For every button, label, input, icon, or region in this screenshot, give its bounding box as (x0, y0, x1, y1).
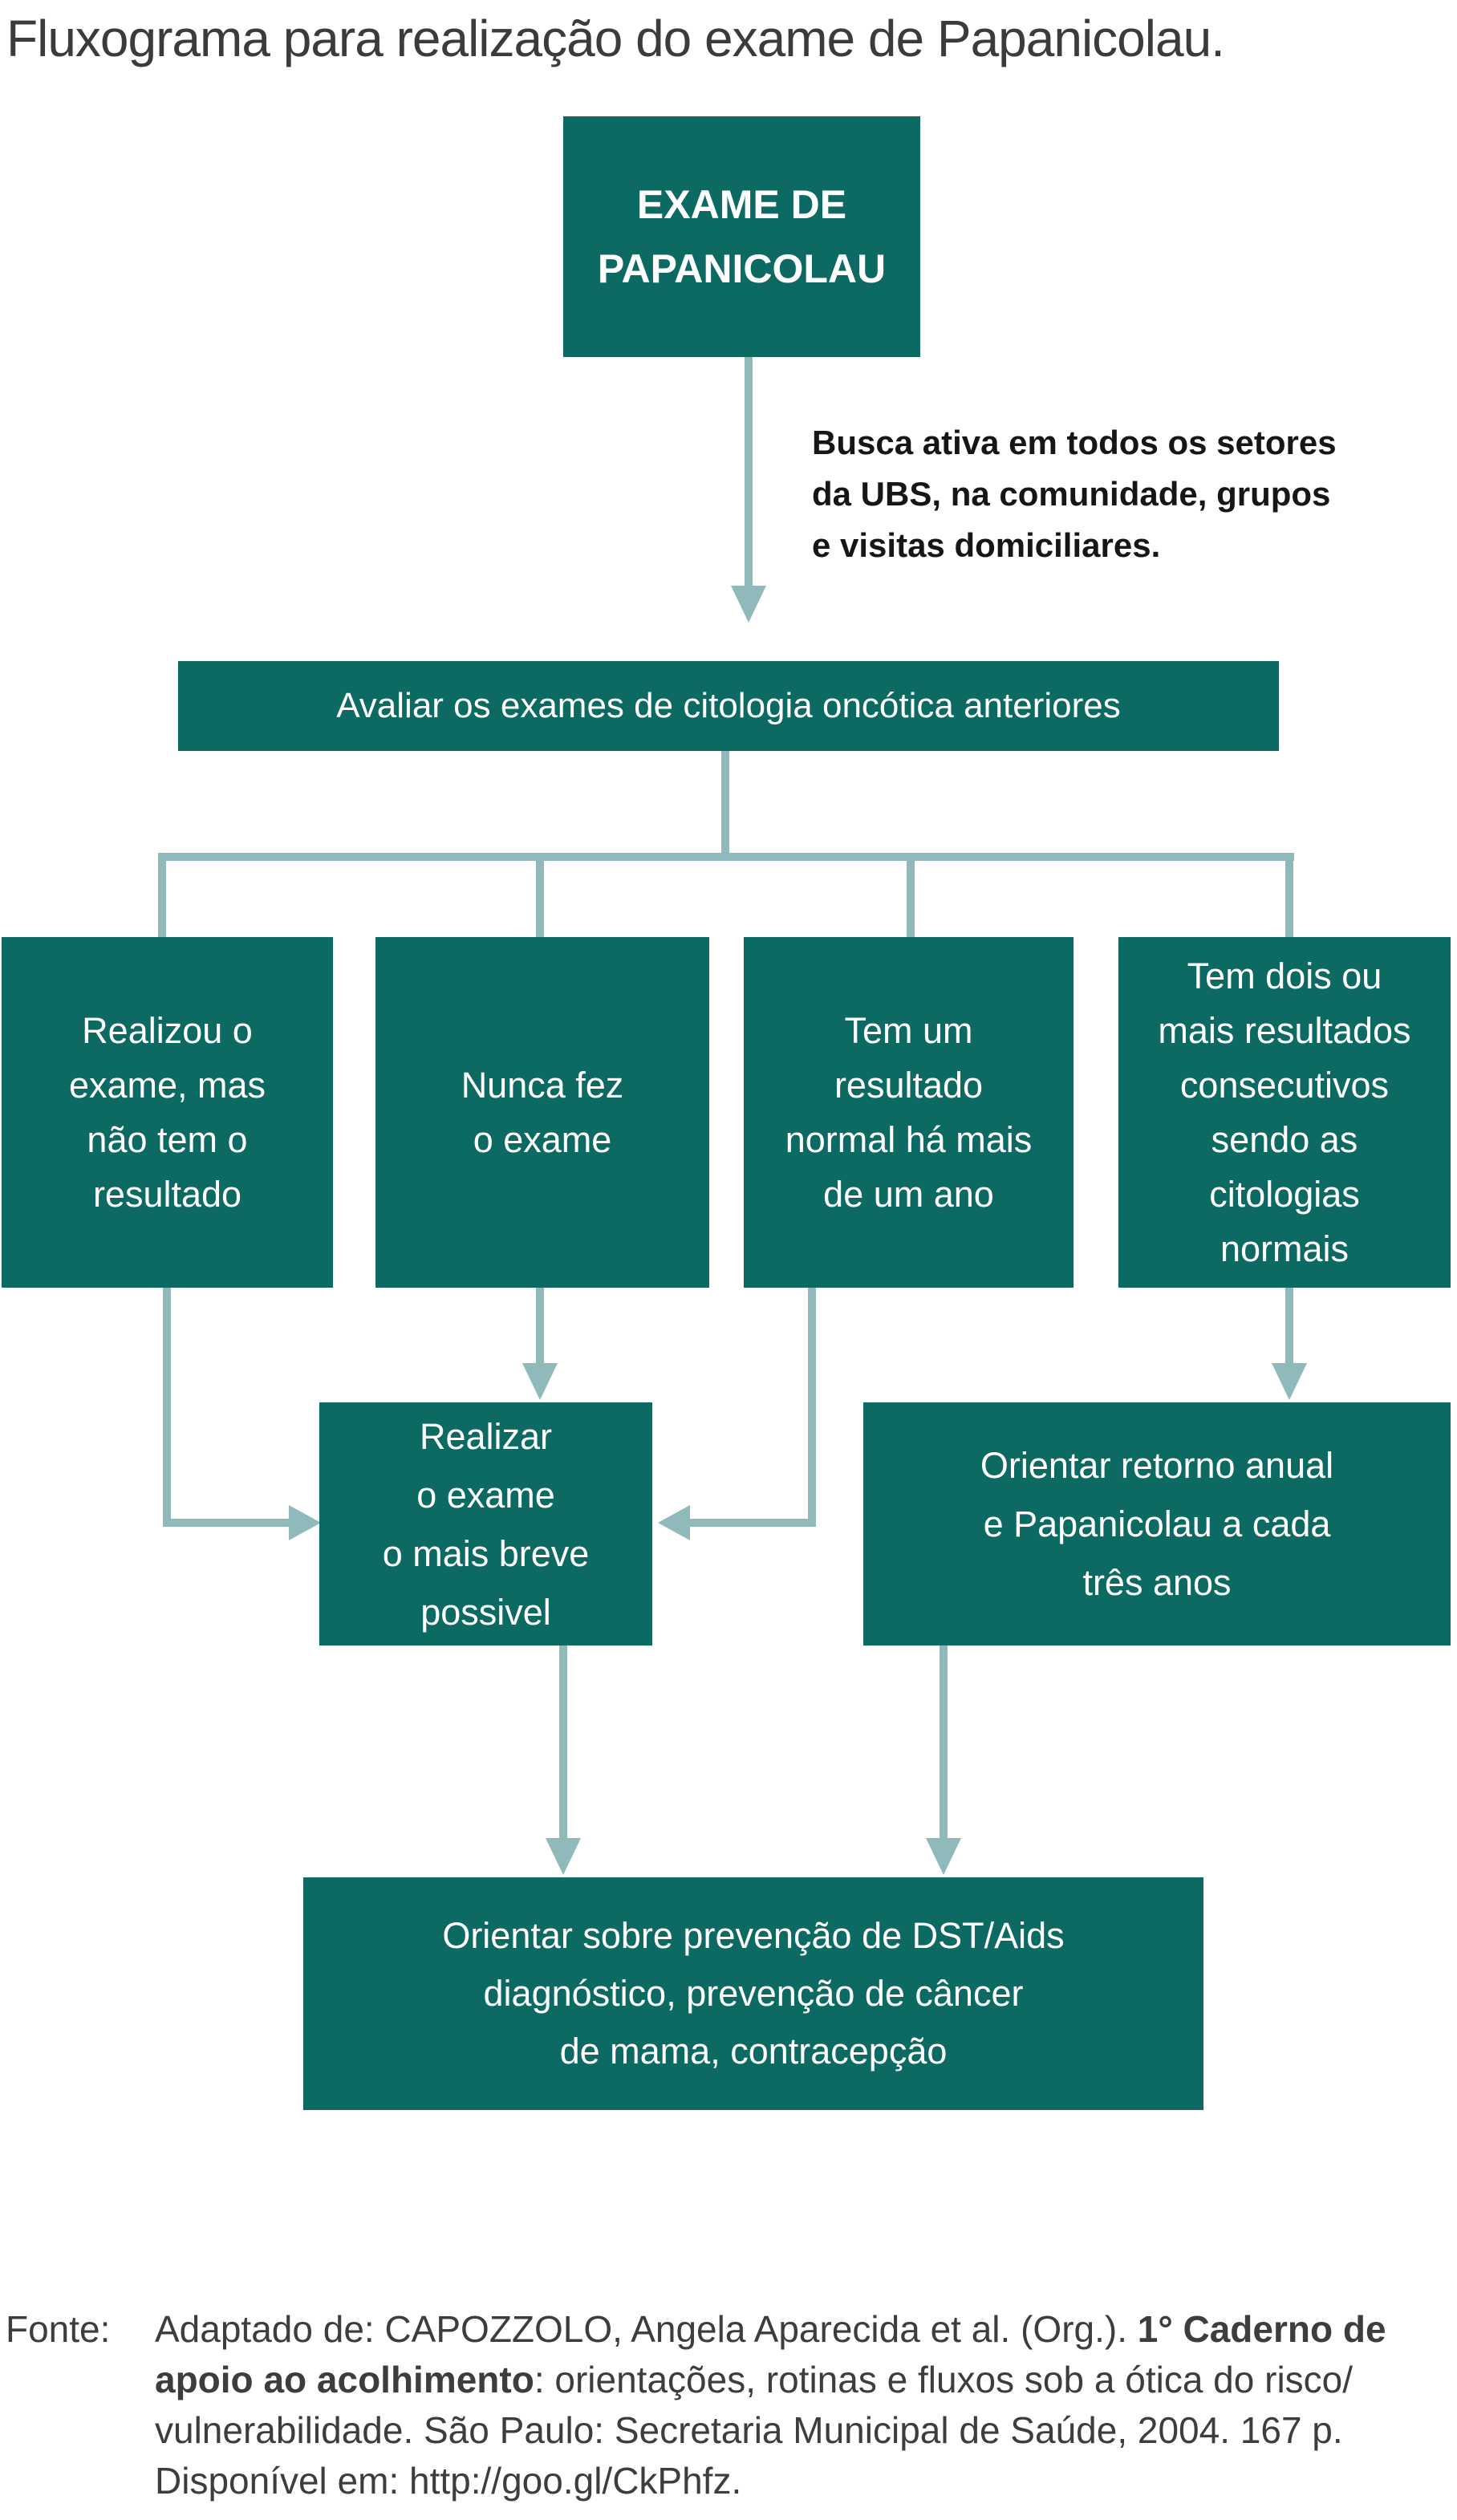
connector-line (690, 1519, 816, 1527)
connector-line (158, 858, 166, 937)
source-line-4: Disponível em: http://goo.gl/CkPhfz. (155, 2460, 742, 2502)
connector-line (907, 858, 915, 937)
node-realizou-sem-resultado: Realizou o exame, mas não tem o resultad… (2, 937, 333, 1288)
connector-line (536, 858, 544, 937)
connector-line (536, 1288, 544, 1365)
node-exame-de-papanicolau: EXAME DE PAPANICOLAU (563, 116, 920, 357)
node-avaliar-exames: Avaliar os exames de citologia oncótica … (178, 661, 1279, 751)
connector-line (721, 751, 729, 854)
arrowhead-left-icon (658, 1505, 690, 1540)
connector-line (167, 1519, 289, 1527)
source-body: Adaptado de: CAPOZZOLO, Angela Aparecida… (155, 2304, 1455, 2506)
connector-line (1285, 1288, 1293, 1365)
source-line-2: apoio ao acolhimento: orientações, rotin… (155, 2355, 1455, 2405)
arrowhead-down-icon (522, 1363, 558, 1400)
connector-line (1285, 858, 1293, 937)
node-nunca-fez-exame: Nunca fez o exame (375, 937, 709, 1288)
source-line-3: vulnerabilidade. São Paulo: Secretaria M… (155, 2409, 1343, 2451)
source-line1-regular: Adaptado de: CAPOZZOLO, Angela Aparecida… (155, 2308, 1138, 2350)
source-line1-bold: 1° Caderno de (1137, 2308, 1386, 2350)
node-realizar-exame-breve: Realizar o exame o mais breve possivel (319, 1402, 652, 1646)
source-line2-regular: : orientações, rotinas e fluxos sob a ót… (534, 2359, 1354, 2400)
connector-line (940, 1646, 948, 1840)
connector-line (158, 853, 1294, 861)
arrowhead-down-icon (1272, 1363, 1307, 1400)
page-title: Fluxograma para realização do exame de P… (6, 10, 1225, 67)
busca-ativa-annotation: Busca ativa em todos os setores da UBS, … (812, 424, 1337, 564)
node-resultado-normal-mais-um-ano: Tem um resultado normal há mais de um an… (744, 937, 1073, 1288)
connector-line (559, 1646, 567, 1840)
node-dois-ou-mais-resultados: Tem dois ou mais resultados consecutivos… (1118, 937, 1451, 1288)
source-line2-bold: apoio ao acolhimento (155, 2359, 534, 2400)
source-line-1: Adaptado de: CAPOZZOLO, Angela Aparecida… (155, 2304, 1455, 2355)
arrowhead-down-icon (546, 1838, 581, 1875)
arrowhead-down-icon (926, 1838, 961, 1875)
source-label: Fonte: (6, 2308, 111, 2350)
connector-line (745, 357, 753, 587)
connector-line (808, 1288, 816, 1527)
connector-line (163, 1288, 171, 1527)
node-orientar-prevencao: Orientar sobre prevenção de DST/Aids dia… (303, 1877, 1203, 2110)
arrowhead-down-icon (731, 586, 766, 623)
arrowhead-right-icon (289, 1505, 321, 1540)
node-orientar-retorno-anual: Orientar retorno anual e Papanicolau a c… (863, 1402, 1451, 1646)
